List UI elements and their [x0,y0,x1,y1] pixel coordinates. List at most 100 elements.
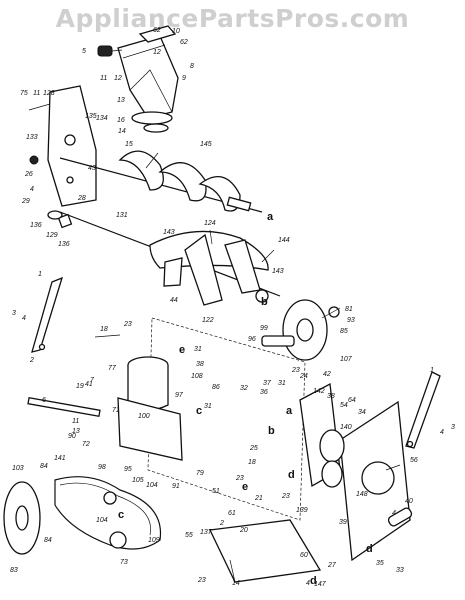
callout-c91: 91 [172,483,180,490]
discharge-chute [97,25,179,133]
lever-arm-left [31,276,64,353]
reference-letter-lb: b [261,296,268,308]
callout-c128: 128 [43,90,55,97]
callout-c4d: 4 [392,510,396,517]
callout-c109: 109 [148,537,160,544]
callout-c72: 72 [82,441,90,448]
callout-c1a: 1 [38,271,42,278]
reference-letter-le2: e [242,481,248,493]
callout-c13: 13 [117,97,125,104]
leader-lines [28,103,401,471]
callout-c8: 8 [190,63,194,70]
right-side-plate [299,382,413,562]
callout-c18: 18 [100,326,108,333]
belt-and-pulley [3,397,162,555]
callout-c5: 5 [82,48,86,55]
callout-c21: 21 [254,495,263,502]
callout-c14b: 14 [232,580,240,587]
callout-c23b: 23 [291,367,300,374]
callout-c36: 36 [260,389,268,396]
callout-c4b: 4 [22,315,26,322]
callout-c144: 144 [278,237,290,244]
callout-c9: 9 [182,75,186,82]
callout-c19: 19 [76,383,84,390]
callout-c43: 43 [88,165,96,172]
callout-c71: 71 [112,407,120,414]
callout-c51: 51 [212,488,220,495]
callout-c104a: 104 [146,482,158,489]
callout-c137: 137 [200,529,213,536]
callout-c141: 141 [54,455,66,462]
reference-letter-lc: c [196,405,202,417]
callout-c142: 142 [313,388,325,395]
callout-c4e: 4 [306,580,310,587]
callout-c103: 103 [12,465,24,472]
callout-c95: 95 [124,466,132,473]
callout-c135: 135 [85,113,97,120]
callout-c10: 10 [172,28,180,35]
callout-c86: 86 [212,384,220,391]
callout-c23c: 23 [235,475,244,482]
callout-c97: 97 [175,392,184,399]
callout-c14: 14 [118,128,126,135]
main-frame-housing [117,317,306,521]
callout-c60: 60 [300,552,308,559]
callout-c31b: 31 [204,403,212,410]
reference-letter-lb2: b [268,425,275,437]
callout-c11b: 11 [33,90,40,97]
callout-c3a: 3 [12,310,16,317]
callout-c33: 33 [396,567,404,574]
callout-c131: 131 [116,212,128,219]
impeller-assembly [47,210,281,306]
callout-c4c: 4 [440,429,444,436]
callout-c134: 134 [96,115,108,122]
reference-letter-le: e [179,344,185,356]
callout-c85: 85 [340,328,348,335]
callout-c77: 77 [108,365,117,372]
reference-letter-lc2: c [118,509,124,521]
callout-c62b: 62 [180,39,188,46]
callout-c136b: 136 [58,241,70,248]
callout-c81: 81 [345,306,353,313]
callout-c96: 96 [248,336,256,343]
callout-c35: 35 [376,560,384,567]
callout-c39: 39 [339,519,347,526]
callout-c6: 6 [42,397,46,404]
callout-c140: 140 [340,424,352,431]
reference-letter-ld: d [288,469,295,481]
callout-c147: 147 [314,581,327,588]
reference-letter-ld2: d [366,543,373,555]
callout-c75: 75 [20,90,28,97]
callout-c122: 122 [202,317,214,324]
callout-c31c: 31 [278,380,286,387]
callout-c25: 25 [249,445,258,452]
callout-c11a: 11 [100,75,107,82]
reference-letter-la: a [267,211,274,223]
drive-pulley-disc [261,299,340,361]
callout-c139: 139 [296,507,308,514]
callout-c145: 145 [200,141,212,148]
bottom-scraper-plate [209,519,322,583]
callout-c26a: 26 [24,171,33,178]
callout-c129: 129 [46,232,58,239]
callout-c24: 24 [299,373,308,380]
callout-c3b: 3 [451,424,455,431]
callout-c143b: 143 [272,268,284,275]
callout-c62a: 62 [153,27,161,34]
callout-c143a: 143 [163,229,175,236]
callout-c34: 34 [358,409,366,416]
callout-c23e: 23 [197,577,206,584]
callout-c15: 15 [125,141,133,148]
callout-c44: 44 [170,297,178,304]
callout-c42: 42 [323,371,331,378]
callout-c99: 99 [260,325,268,332]
callout-c41: 41 [85,381,93,388]
callout-c18b: 18 [248,459,256,466]
callout-c93: 93 [347,317,355,324]
callout-c54: 54 [340,402,348,409]
callout-c40: 40 [405,498,413,505]
callout-c124: 124 [204,220,216,227]
callout-c104b: 104 [96,517,108,524]
callout-c136a: 136 [30,222,42,229]
